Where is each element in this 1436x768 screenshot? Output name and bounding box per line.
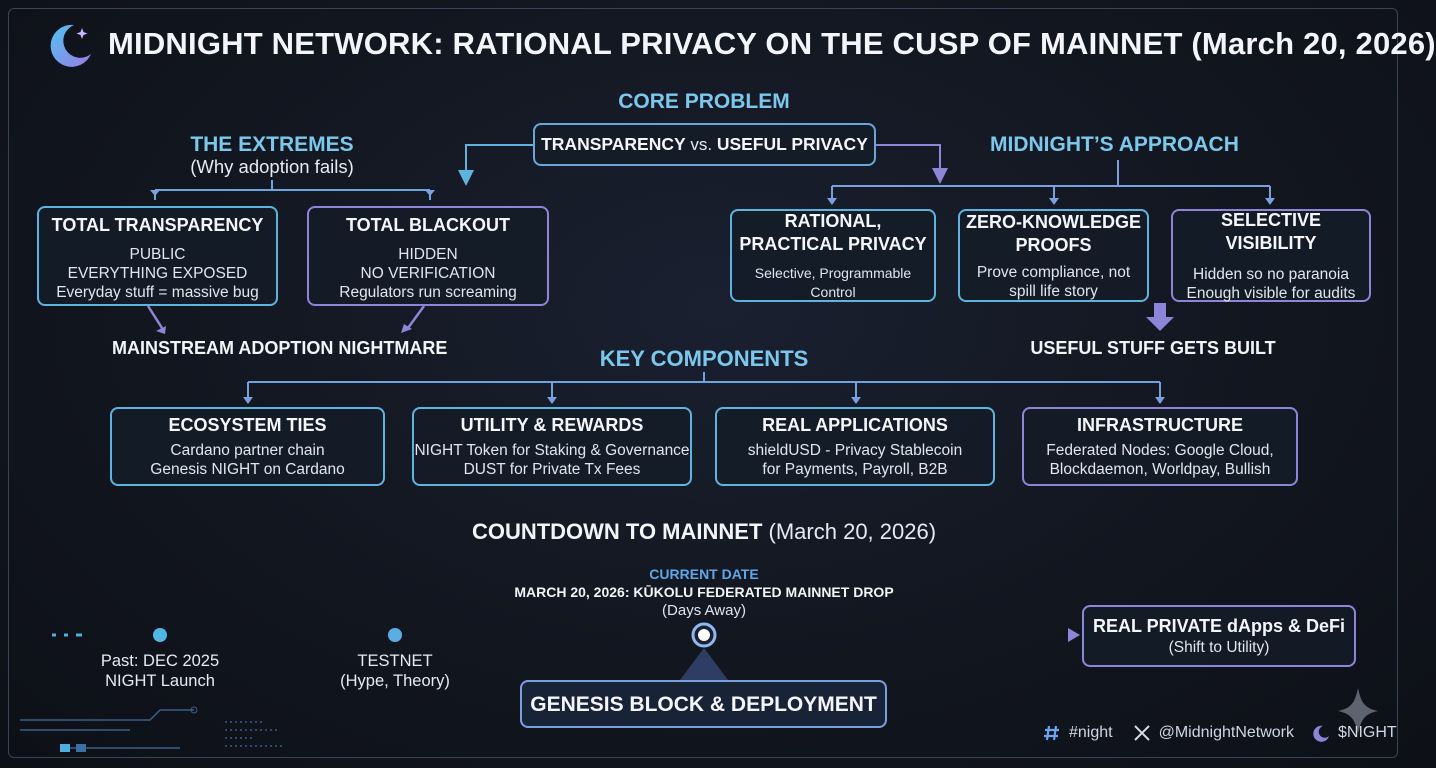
ecosystem-title: ECOSYSTEM TIES <box>168 415 327 435</box>
extremes-heading: THE EXTREMES <box>190 133 354 156</box>
applications-line-2: for Payments, Payroll, B2B <box>762 461 948 478</box>
countdown-heading-date: (March 20, 2026) <box>762 519 937 544</box>
total-blackout-box: TOTAL BLACKOUT HIDDEN NO VERIFICATION Re… <box>307 206 549 306</box>
zk-title-1: ZERO-KNOWLEDGE <box>966 211 1141 232</box>
total-transparency-box: TOTAL TRANSPARENCY PUBLIC EVERYTHING EXP… <box>37 206 278 306</box>
future-sub: (Shift to Utility) <box>1168 639 1270 656</box>
timeline-node-past <box>153 628 167 642</box>
genesis-beam <box>680 648 728 680</box>
total-blackout-line-2: NO VERIFICATION <box>360 265 496 282</box>
page-title: MIDNIGHT NETWORK: RATIONAL PRIVACY ON TH… <box>108 26 1436 61</box>
extremes-subheading: (Why adoption fails) <box>190 156 354 177</box>
ecosystem-ties-box: ECOSYSTEM TIES Cardano partner chain Gen… <box>110 407 385 486</box>
hashtag-icon <box>1044 725 1059 741</box>
utility-line-1: NIGHT Token for Staking & Governance <box>414 442 690 459</box>
timeline-testnet-label: TESTNET (Hype, Theory) <box>315 651 475 691</box>
core-to-extremes-line <box>458 144 533 186</box>
genesis-block-label: GENESIS BLOCK & DEPLOYMENT <box>530 692 877 716</box>
footer-ticker[interactable]: $NIGHT <box>1338 724 1397 741</box>
real-applications-box: REAL APPLICATIONS shieldUSD - Privacy St… <box>715 407 995 486</box>
transparency-to-nightmare-arrow <box>146 305 164 329</box>
testnet-line-2: (Hype, Theory) <box>340 672 450 690</box>
core-problem-box: TRANSPARENCY vs. USEFUL PRIVACY <box>533 123 876 166</box>
selective-line-1: Hidden so no paranoia <box>1193 265 1349 283</box>
footer-hashtag[interactable]: #night <box>1069 724 1113 741</box>
utility-rewards-box: UTILITY & REWARDS NIGHT Token for Stakin… <box>412 407 692 486</box>
infrastructure-line-1: Federated Nodes: Google Cloud, <box>1046 442 1274 459</box>
core-problem-part2: USEFUL PRIVACY <box>716 134 868 154</box>
future-dapps-box: REAL PRIVATE dApps & DeFi (Shift to Util… <box>1082 605 1356 667</box>
total-transparency-line-1: PUBLIC <box>129 246 186 263</box>
countdown-heading-bold: COUNTDOWN TO MAINNET <box>471 519 763 544</box>
total-transparency-title: TOTAL TRANSPARENCY <box>51 215 264 235</box>
adoption-nightmare-label: MAINSTREAM ADOPTION NIGHTMARE <box>112 338 448 358</box>
moon-icon <box>1313 725 1329 742</box>
testnet-line-1: TESTNET <box>357 652 433 670</box>
infrastructure-title: INFRASTRUCTURE <box>1077 415 1243 435</box>
ecosystem-line-2: Genesis NIGHT on Cardano <box>150 461 345 478</box>
future-title: REAL PRIVATE dApps & DeFi <box>1092 616 1346 636</box>
total-blackout-title: TOTAL BLACKOUT <box>346 215 510 235</box>
useful-stuff-label: USEFUL STUFF GETS BUILT <box>1030 338 1276 358</box>
total-transparency-line-3: Everyday stuff = massive bug <box>56 284 259 301</box>
selective-line-2: Enough visible for audits <box>1186 284 1356 302</box>
timeline-past-label: Past: DEC 2025 NIGHT Launch <box>80 651 240 691</box>
rational-line: Selective, Programmable Control <box>754 264 912 300</box>
rational-title-2: PRACTICAL PRIVACY <box>739 233 927 254</box>
selective-title: SELECTIVE VISIBILITY <box>1220 209 1322 253</box>
extremes-branch-line <box>154 180 431 200</box>
zk-title-2: PROOFS <box>1015 234 1092 255</box>
rational-title-1: RATIONAL, <box>784 210 882 231</box>
approach-branch-line <box>831 160 1271 202</box>
selective-visibility-box: SELECTIVE VISIBILITY Hidden so no parano… <box>1171 209 1371 302</box>
useful-stuff-arrow <box>1146 303 1174 331</box>
total-blackout-line-3: Regulators run screaming <box>339 284 517 301</box>
zk-line-2: spill life story <box>1009 282 1098 300</box>
total-blackout-line-1: HIDDEN <box>398 246 458 263</box>
zk-line-1: Prove compliance, not <box>976 263 1131 281</box>
current-date-label: CURRENT DATE <box>649 566 759 582</box>
total-transparency-line-2: EVERYTHING EXPOSED <box>67 265 248 282</box>
countdown-heading: COUNTDOWN TO MAINNET (March 20, 2026) <box>404 519 1004 545</box>
past-line-1: Past: DEC 2025 <box>100 652 220 670</box>
genesis-block-box: GENESIS BLOCK & DEPLOYMENT <box>520 680 887 728</box>
current-event-label: MARCH 20, 2026: KŪKOLU FEDERATED MAINNET… <box>514 584 894 600</box>
infrastructure-line-2: Blockdaemon, Worldpay, Bullish <box>1049 461 1271 478</box>
x-logo-icon <box>1133 725 1150 741</box>
ecosystem-line-1: Cardano partner chain <box>170 442 325 459</box>
sparkle-icon <box>1338 688 1378 734</box>
past-line-2: NIGHT Launch <box>105 672 215 690</box>
footer-bar: #night @MidnightNetwork $NIGHT <box>1043 724 1397 742</box>
rational-privacy-box: RATIONAL, PRACTICAL PRIVACY Selective, P… <box>730 209 936 302</box>
zero-knowledge-box: ZERO-KNOWLEDGE PROOFS Prove compliance, … <box>958 209 1149 302</box>
blackout-to-nightmare-arrow <box>406 305 426 329</box>
core-problem-heading: CORE PROBLEM <box>618 90 790 113</box>
moon-logo-icon <box>50 24 91 67</box>
core-to-approach-line <box>876 144 948 184</box>
utility-title: UTILITY & REWARDS <box>460 415 644 435</box>
utility-line-2: DUST for Private Tx Fees <box>463 461 641 478</box>
circuit-decoration <box>20 709 194 749</box>
current-event-sub: (Days Away) <box>662 602 746 619</box>
infrastructure-box: INFRASTRUCTURE Federated Nodes: Google C… <box>1022 407 1298 486</box>
applications-line-1: shieldUSD - Privacy Stablecoin <box>747 442 963 459</box>
footer-handle[interactable]: @MidnightNetwork <box>1158 724 1294 741</box>
core-problem-vs: vs. <box>685 134 717 154</box>
applications-title: REAL APPLICATIONS <box>762 415 948 435</box>
core-problem-part1: TRANSPARENCY <box>541 134 686 154</box>
outer-frame <box>8 8 1398 758</box>
timeline-node-testnet <box>388 628 402 642</box>
approach-heading: MIDNIGHT’S APPROACH <box>990 133 1239 156</box>
components-branch-line <box>247 372 1161 400</box>
key-components-heading: KEY COMPONENTS <box>599 346 809 371</box>
